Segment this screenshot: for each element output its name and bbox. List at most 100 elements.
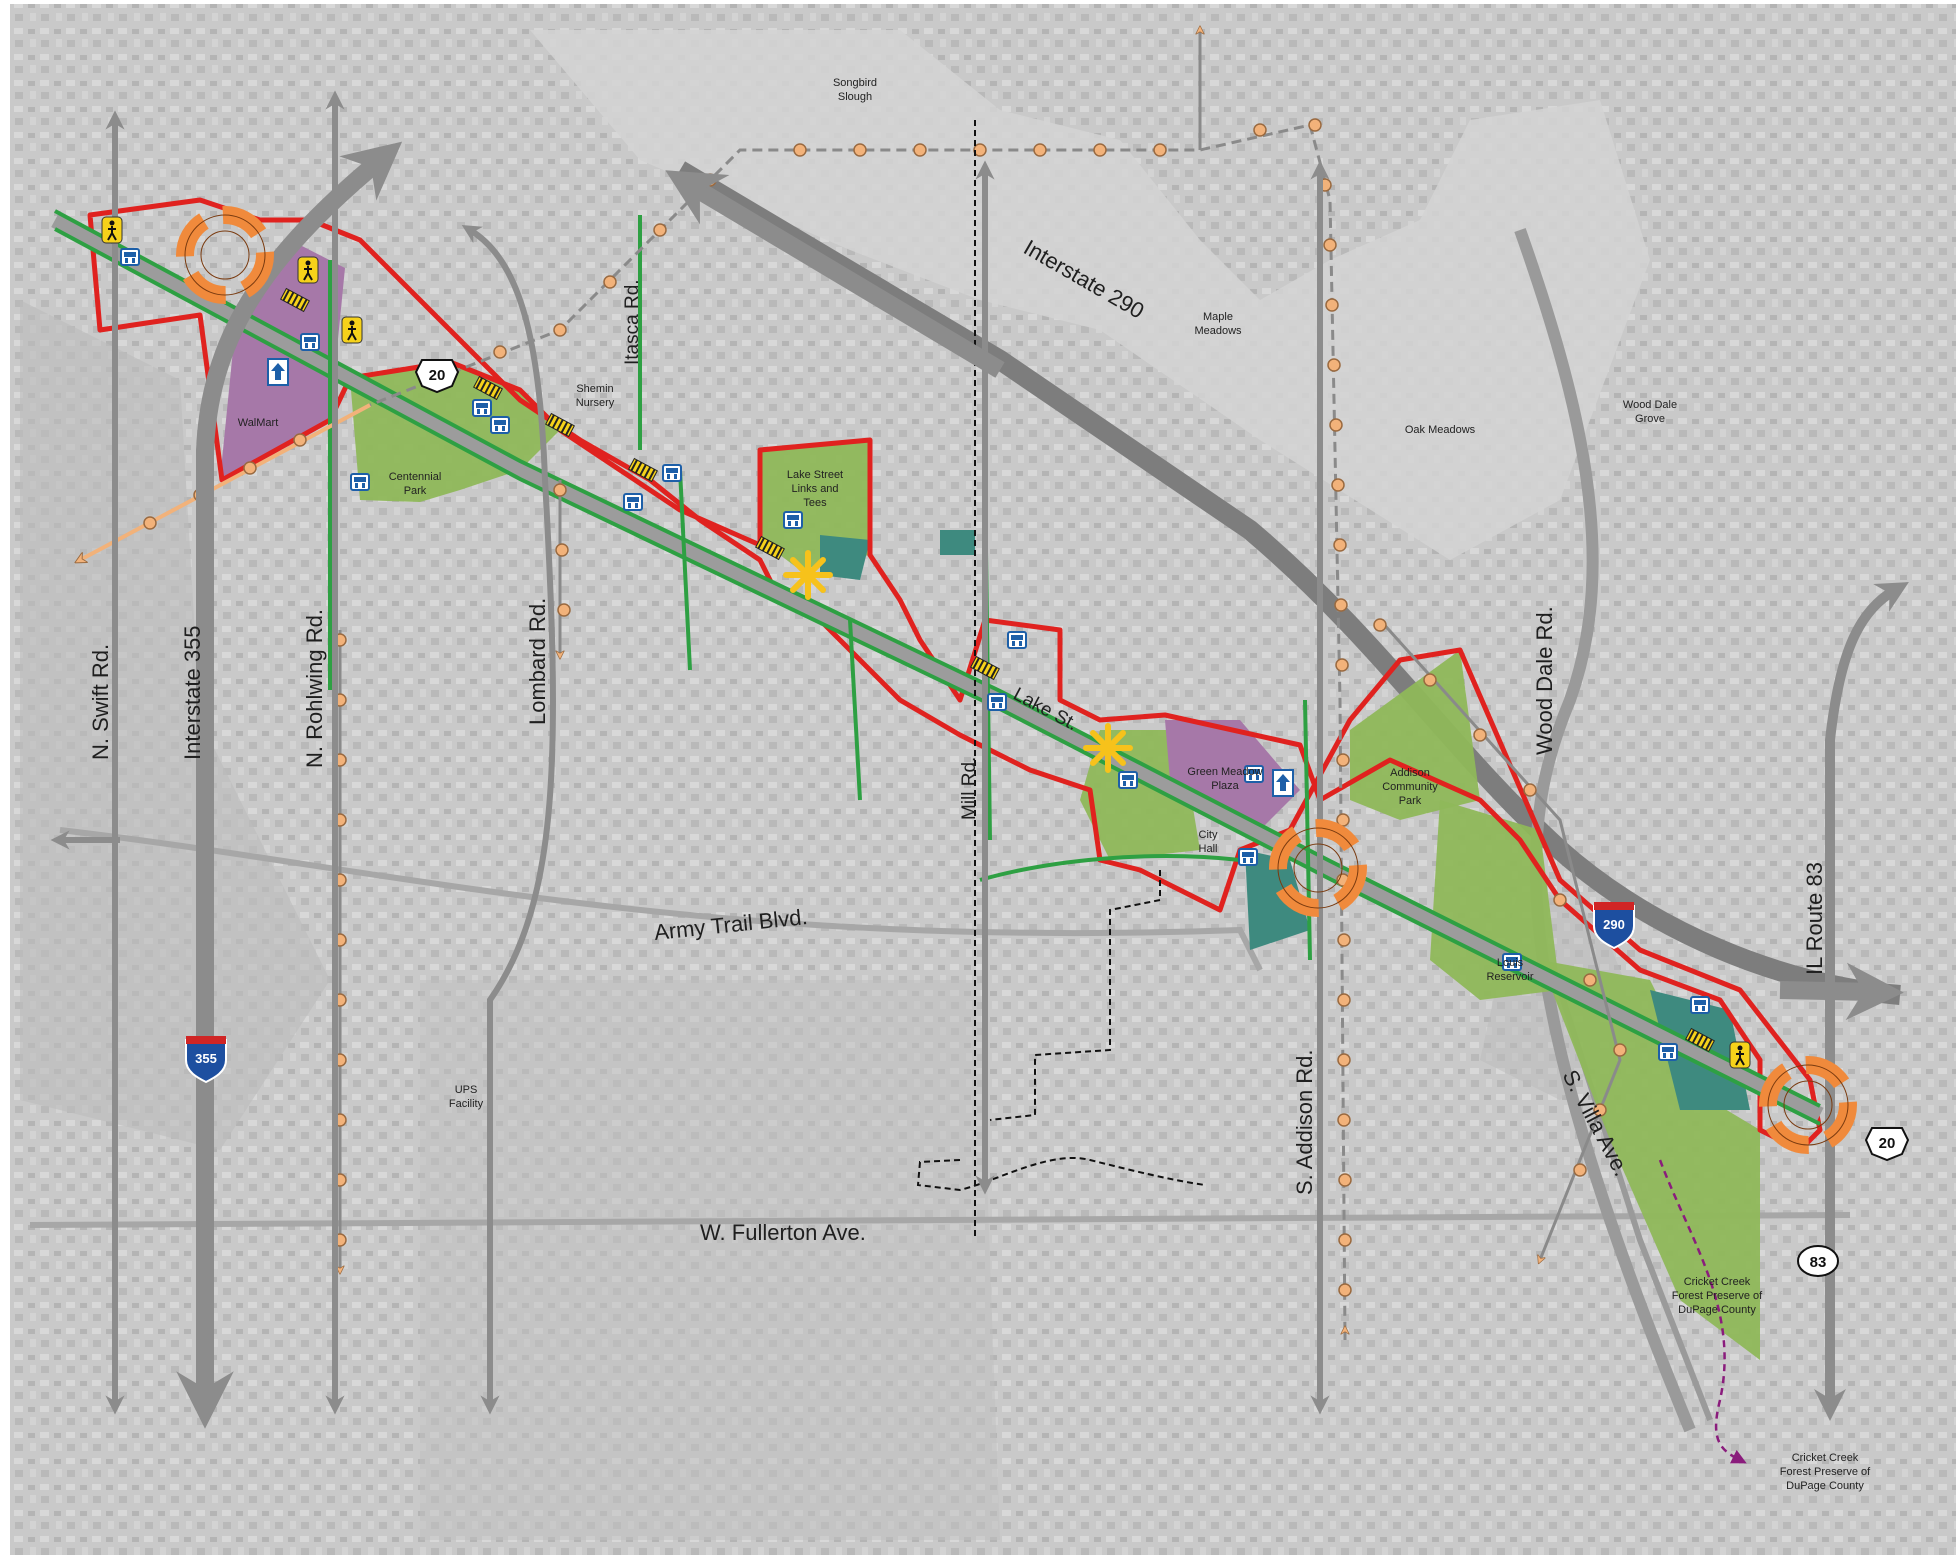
- trail-addison: [1303, 699, 1312, 961]
- walmart-label: WalMart: [238, 417, 279, 429]
- lake-street-links-label-2: Links and: [791, 483, 838, 495]
- cricket-creek-label-b2: Forest Preserve of: [1780, 1466, 1871, 1478]
- interstate-290-arrow-east: [1779, 962, 1904, 1021]
- centennial-park-label-2: Park: [404, 485, 427, 497]
- lake-street-links-label-1: Lake Street: [787, 469, 843, 481]
- bus-stop-icon: [120, 248, 140, 266]
- bus-stop-icon: [1690, 996, 1710, 1014]
- route-83-shield: 83: [1797, 1245, 1839, 1277]
- il-route-83-arrow: [1813, 582, 1909, 1422]
- addison-community-park-area: [1350, 650, 1480, 820]
- trail-spur-b: [848, 619, 862, 801]
- cricket-creek-label-b1: Cricket Creek: [1792, 1452, 1859, 1464]
- bike-route-villa: [1378, 618, 1622, 1260]
- cricket-creek-preserve-area: [1540, 960, 1760, 1360]
- bus-stop-icon: [987, 693, 1007, 711]
- interstate-shield-icon: [185, 1039, 227, 1084]
- oak-meadows-label: Oak Meadows: [1405, 424, 1476, 436]
- us-20-shield-west: 20: [414, 359, 460, 394]
- interstate-290-arrow-west: [665, 170, 1005, 378]
- bus-stop-icon: [662, 464, 682, 482]
- n-rohlwing-label: N. Rohlwing Rd.: [302, 609, 327, 768]
- i-290-shield: 290: [1593, 902, 1635, 950]
- trail-city-hall: [979, 854, 1241, 882]
- lombard-label: Lombard Rd.: [525, 598, 550, 725]
- wood-dale-label: Wood Dale Rd.: [1532, 606, 1557, 755]
- w-fullerton-label: W. Fullerton Ave.: [700, 1220, 866, 1245]
- songbird-slough-label-2: Slough: [838, 91, 872, 103]
- us-route-shield-icon: [1864, 1127, 1910, 1162]
- bus-stop-icon: [623, 493, 643, 511]
- state-route-shield-icon: [1797, 1245, 1839, 1277]
- lombard-arrow: [461, 225, 556, 1415]
- il-route-83-label: IL Route 83: [1802, 862, 1827, 975]
- wood-dale-road-line: [1514, 228, 1696, 1433]
- bus-stop-icon: [472, 399, 492, 417]
- parking-icon: [267, 358, 289, 386]
- maple-meadows-label-2: Meadows: [1194, 325, 1242, 337]
- city-hall-label-2: Hall: [1199, 843, 1218, 855]
- city-hall-label-1: City: [1199, 829, 1218, 841]
- i-355-shield-label: 355: [195, 1051, 217, 1066]
- interstate-shield-icon: [1593, 905, 1635, 950]
- teal-area-mill: [940, 530, 975, 555]
- bus-stop-icon: [1007, 631, 1027, 649]
- bus-stop-icon: [1658, 1043, 1678, 1061]
- bus-stop-icon: [490, 416, 510, 434]
- addison-community-park-label-2: Community: [1382, 781, 1438, 793]
- maple-meadows-label-1: Maple: [1203, 311, 1233, 323]
- interstate-355-label: Interstate 355: [180, 625, 205, 760]
- us-20-shield-east: 20: [1864, 1127, 1910, 1162]
- us-route-shield-icon: [414, 359, 460, 394]
- itasca-label: Itasca Rd.: [622, 279, 643, 365]
- louis-reservoir-label-2: Reservoir: [1486, 971, 1533, 983]
- us-20-shield-label-west: 20: [429, 367, 446, 384]
- addison-community-park-label-3: Park: [1399, 795, 1422, 807]
- i-290-shield-label: 290: [1603, 917, 1625, 932]
- pedestrian-icon: [101, 216, 123, 244]
- route-83-shield-label: 83: [1810, 1254, 1827, 1271]
- bus-stop-icon: [1118, 771, 1138, 789]
- dashed-trail: [916, 120, 1206, 1240]
- shemin-nursery-label-1: Shemin: [576, 383, 613, 395]
- green-meadow-plaza-area: [1165, 720, 1300, 840]
- teal-area-addison: [1245, 850, 1310, 950]
- interstate-shield-top: [186, 1036, 226, 1044]
- pedestrian-icon: [297, 256, 319, 284]
- gateway-star-icon: [786, 553, 830, 597]
- addison-community-park-label-1: Addison: [1390, 767, 1430, 779]
- bus-stop-icon: [783, 511, 803, 529]
- cricket-creek-label-a1: Cricket Creek: [1684, 1276, 1751, 1288]
- us-20-shield-label-east: 20: [1879, 1135, 1896, 1152]
- mill-label: Mill Rd.: [959, 757, 980, 820]
- industrial-south-area: [420, 980, 1000, 1540]
- green-meadow-plaza-label-2: Plaza: [1211, 780, 1239, 792]
- parking-icon: [1272, 769, 1294, 797]
- louis-reservoir-label-1: Louis: [1497, 957, 1524, 969]
- centennial-park-label-1: Centennial: [389, 471, 442, 483]
- n-swift-label: N. Swift Rd.: [88, 644, 113, 760]
- interstate-290-road: [674, 161, 1901, 1005]
- cricket-creek-trail: [1658, 1159, 1747, 1464]
- shemin-nursery-label-2: Nursery: [576, 397, 615, 409]
- teal-area-links: [820, 535, 870, 580]
- gateway-star-icon: [1086, 726, 1130, 770]
- s-addison-label: S. Addison Rd.: [1292, 1049, 1317, 1195]
- green-meadow-plaza-label-1: Green Meadow: [1187, 766, 1262, 778]
- road-arrows: [50, 90, 1909, 1429]
- ups-facility-label-2: Facility: [449, 1098, 484, 1110]
- lake-street-links-label-3: Tees: [803, 497, 827, 509]
- dashed-trail-south: [989, 870, 1161, 1121]
- bus-stop-icon: [300, 333, 320, 351]
- wood-dale-grove-label-2: Grove: [1635, 413, 1665, 425]
- pedestrian-icon: [341, 316, 363, 344]
- wood-dale-grove-label-1: Wood Dale: [1623, 399, 1677, 411]
- i-355-shield: 355: [185, 1036, 227, 1084]
- trail-spur-a: [678, 469, 692, 671]
- open-land-area: [530, 30, 1650, 560]
- cricket-creek-label-a2: Forest Preserve of: [1672, 1290, 1763, 1302]
- place-labels: WalMart Centennial Park Shemin Nursery L…: [238, 77, 1871, 1492]
- songbird-slough-label-1: Songbird: [833, 77, 877, 89]
